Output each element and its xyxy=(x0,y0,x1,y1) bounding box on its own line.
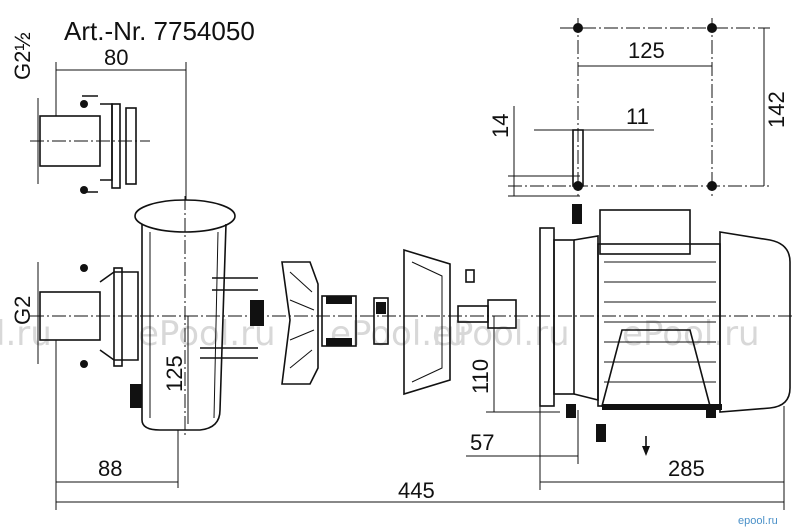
seal-plate-inner xyxy=(411,261,443,383)
fan-cover xyxy=(719,231,791,413)
outlet-flange-left xyxy=(100,103,113,181)
impeller-vanes xyxy=(289,271,315,369)
foot-hole-icon xyxy=(573,23,583,33)
foot-hole-icon xyxy=(707,181,717,191)
terminal-box xyxy=(599,209,691,255)
motor-base xyxy=(602,404,722,410)
bolt-icon xyxy=(80,186,88,194)
dim-125-left-label: 125 xyxy=(162,355,187,392)
foot-hole-icon xyxy=(707,23,717,33)
bolt-icon xyxy=(80,360,88,368)
outlet-gasket xyxy=(125,107,137,185)
down-arrow-icon xyxy=(642,446,650,456)
dimension-lines xyxy=(37,28,785,510)
dim-11-label: 11 xyxy=(626,104,649,129)
flange-bolt-icon xyxy=(596,424,606,442)
volute-body xyxy=(141,223,227,431)
dim-125-top-label: 125 xyxy=(628,38,665,63)
seal-ring-bottom xyxy=(326,338,352,346)
watermark-4: ePool.ru xyxy=(432,314,570,354)
outlet-flange-plate xyxy=(111,103,121,189)
corner-site-mark[interactable]: epool.ru xyxy=(738,515,778,527)
dim-g2half-label: G2½ xyxy=(10,32,35,80)
motor-endshield xyxy=(573,235,599,402)
flange-bolt-icon xyxy=(572,204,582,224)
bolt-icon xyxy=(80,264,88,272)
cooling-fins xyxy=(604,261,716,383)
dim-142-label: 142 xyxy=(764,91,789,128)
suction-flange xyxy=(99,271,139,361)
dim-57-label: 57 xyxy=(470,430,494,455)
dim-285-label: 285 xyxy=(668,456,705,481)
suction-flange-plate xyxy=(113,267,123,367)
motor xyxy=(539,204,791,456)
housing-studs xyxy=(200,277,258,359)
dim-g2-label: G2 xyxy=(10,296,35,325)
key-icon xyxy=(465,269,475,283)
watermark-3: ePool.ru xyxy=(330,314,468,354)
center-lines xyxy=(30,18,795,438)
impeller-nut-icon xyxy=(250,300,264,326)
mechanical-seal xyxy=(373,297,389,345)
seal-plate xyxy=(403,248,451,396)
volute-inner-wall xyxy=(149,231,219,419)
dim-88-label: 88 xyxy=(98,456,122,481)
motor-bearing-housing xyxy=(553,239,575,395)
bolt-icon xyxy=(80,100,88,108)
foot-bolt-icon xyxy=(706,404,716,418)
article-number-title: Art.-Nr. 7754050 xyxy=(64,16,255,46)
dimension-labels: 80 125 11 57 88 285 445 G2½ G2 125 110 1… xyxy=(10,32,789,503)
motor-shaft xyxy=(487,299,517,329)
impeller-assembly xyxy=(281,248,517,396)
drain-plug-icon xyxy=(130,384,142,408)
dim-14-label: 14 xyxy=(488,114,513,138)
foot-bolt-icon xyxy=(566,404,576,418)
foot-plan xyxy=(572,23,717,191)
dim-110-label: 110 xyxy=(468,359,493,394)
seal-ring-top xyxy=(326,296,352,304)
outlet-bolt-lines xyxy=(82,95,98,193)
watermark-1: l.ru xyxy=(0,314,52,354)
impeller xyxy=(281,261,319,385)
seal-face-icon xyxy=(376,302,386,314)
pump-housing xyxy=(39,95,264,431)
dim-80-label: 80 xyxy=(104,45,128,70)
dim-445-label: 445 xyxy=(398,478,435,503)
